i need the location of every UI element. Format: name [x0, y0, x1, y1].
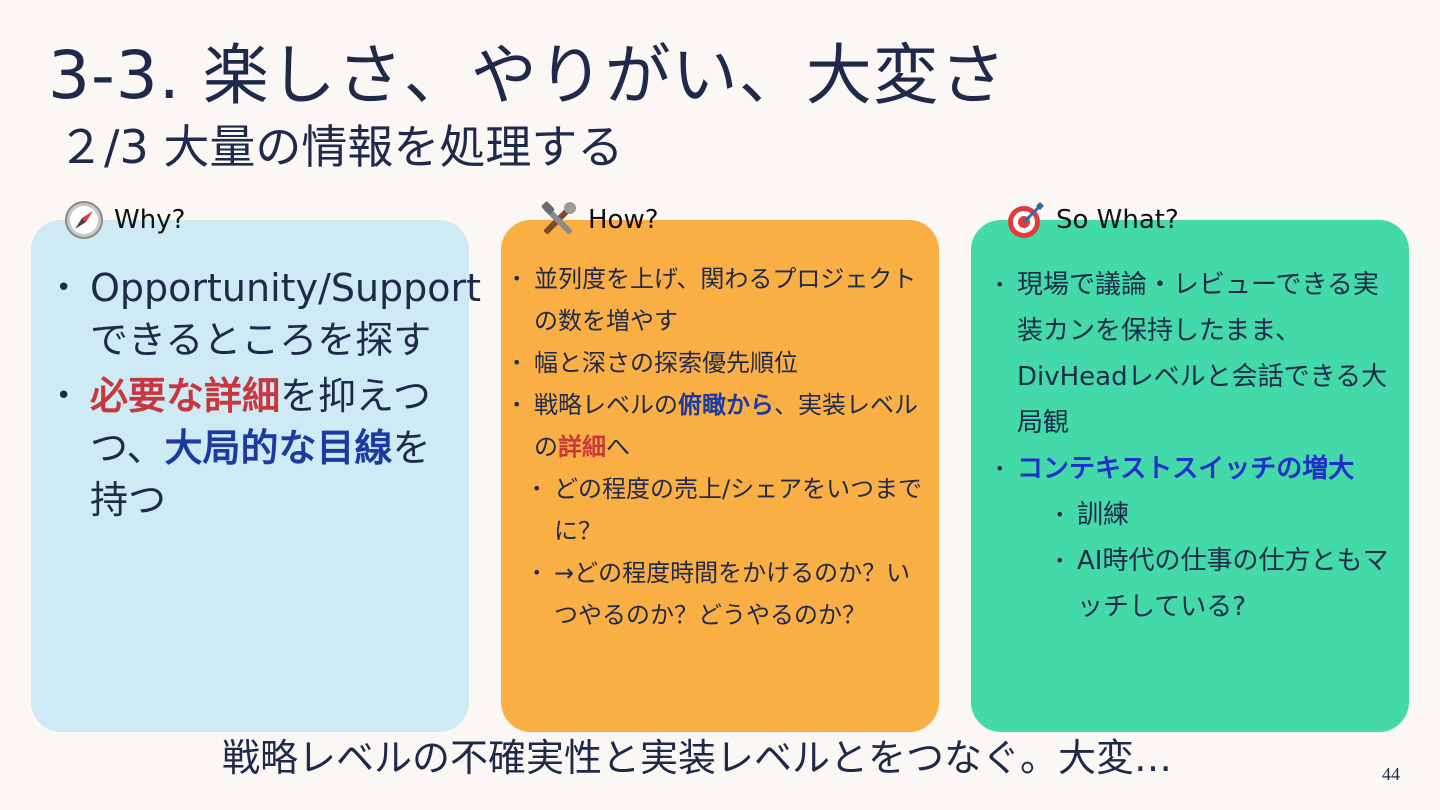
how-label: How?: [538, 196, 659, 244]
list-item: 訓練: [1055, 492, 1401, 538]
why-bullets: Opportunity/Supportできるところを探す 必要な詳細を抑えつつ、…: [56, 262, 481, 530]
list-item: コンテキストスイッチの増大: [995, 446, 1401, 492]
list-item: 現場で議論・レビューできる実装カンを保持したまま、DivHeadレベルと会話でき…: [995, 262, 1401, 446]
why-label-text: Why?: [114, 205, 186, 235]
list-item: 戦略レベルの俯瞰から、実装レベルの詳細へ: [512, 384, 928, 468]
list-item: 必要な詳細を抑えつつ、大局的な目線を持つ: [56, 370, 450, 526]
so-what-bullets: 現場で議論・レビューできる実装カンを保持したまま、DivHeadレベルと会話でき…: [995, 262, 1401, 630]
footer-text: 戦略レベルの不確実性と実装レベルとをつなぐ。大変…: [222, 736, 1173, 780]
list-item: 幅と深さの探索優先順位: [512, 342, 928, 384]
list-item: 並列度を上げ、関わるプロジェクトの数を増やす: [512, 258, 928, 342]
page-number: 44: [1382, 764, 1400, 784]
why-label: Why?: [64, 196, 185, 244]
list-item: AI時代の仕事の仕方ともマッチしている?: [1055, 538, 1401, 630]
how-bullets: 並列度を上げ、関わるプロジェクトの数を増やす 幅と深さの探索優先順位 戦略レベル…: [512, 258, 928, 636]
slide-title: 3-3. 楽しさ、やりがい、大変さ: [48, 37, 1007, 114]
list-item: どの程度の売上/シェアをいつまでに？: [532, 468, 928, 552]
compass-icon: [65, 201, 103, 239]
tools-icon: [541, 201, 576, 235]
list-item: Opportunity/Supportできるところを探す: [56, 262, 481, 366]
so-what-label: So What?: [1006, 196, 1179, 244]
slide-subtitle: ２/3 大量の情報を処理する: [58, 120, 624, 174]
target-icon: [1008, 202, 1044, 238]
so-what-label-text: So What?: [1056, 205, 1179, 235]
how-label-text: How?: [588, 205, 659, 235]
list-item: →どの程度時間をかけるのか？いつやるのか？どうやるのか？: [532, 552, 928, 636]
